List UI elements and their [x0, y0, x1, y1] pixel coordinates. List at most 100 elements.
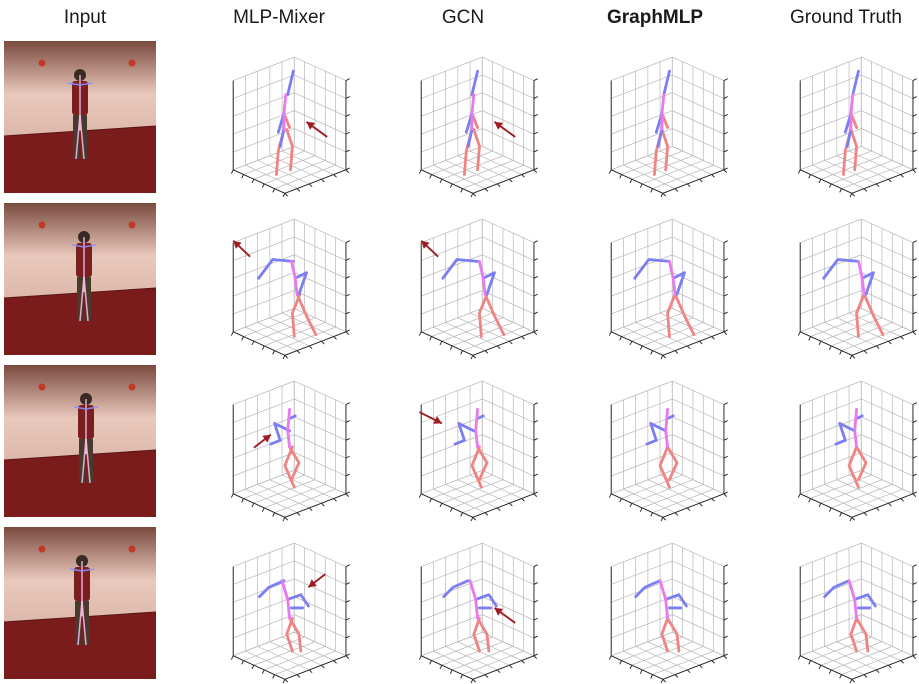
skeleton: [645, 407, 679, 489]
spine: [282, 93, 288, 131]
left-limb: [662, 69, 671, 97]
header-input: Input: [63, 7, 107, 28]
right-limb: [855, 292, 866, 338]
left-limb: [860, 271, 875, 296]
axis-lines: [230, 564, 350, 684]
skeleton: [258, 579, 310, 653]
input-photo-image: [4, 41, 156, 193]
pose-plot-svg: [230, 380, 350, 522]
axis-lines: [418, 78, 538, 198]
pose-plot-graphmlp: [578, 367, 744, 522]
left-limb: [470, 69, 479, 97]
error-arrow: [307, 573, 326, 588]
header-graphmlp: GraphMLP: [606, 7, 704, 28]
input-photo: [4, 203, 156, 355]
axis-lines: [797, 240, 917, 360]
pose-plot-svg: [797, 542, 917, 684]
error-arrow: [232, 240, 251, 258]
pose-plot-gcn: [388, 367, 554, 522]
axes-grid: [799, 218, 914, 356]
pose-plot-gcn: [388, 529, 554, 684]
right-limb: [673, 292, 696, 337]
right-limb: [472, 128, 481, 172]
header-ground-truth: Ground Truth: [790, 7, 902, 28]
error-arrow: [493, 121, 516, 138]
pose-plot-mlp-mixer: [200, 43, 366, 198]
left-limb: [666, 414, 675, 421]
pose-plot-svg: [797, 56, 917, 198]
right-limb: [288, 445, 301, 482]
pose-plot-svg: [418, 56, 538, 198]
spine: [280, 579, 291, 620]
pose-plot-svg: [418, 218, 538, 360]
left-limb: [823, 579, 851, 599]
left-limb: [258, 579, 286, 599]
input-photo: [4, 41, 156, 193]
spine: [658, 579, 669, 620]
pose-plot-graphmlp: [578, 43, 744, 198]
right-limb: [476, 445, 489, 482]
pose-plot-gcn: [388, 43, 554, 198]
right-limb: [855, 445, 868, 482]
axis-lines: [797, 78, 917, 198]
skeleton: [453, 407, 489, 489]
pose-plot-svg: [230, 542, 350, 684]
axis-lines: [797, 564, 917, 684]
axis-lines: [230, 78, 350, 198]
skeleton: [463, 69, 481, 176]
header-gcn: GCN: [441, 7, 485, 28]
input-photo: [4, 527, 156, 679]
left-limb: [288, 414, 297, 421]
left-limb: [466, 128, 474, 148]
left-limb: [633, 258, 671, 280]
input-photo: [4, 365, 156, 517]
spine: [468, 579, 479, 620]
axis-lines: [608, 240, 728, 360]
skeleton: [257, 258, 318, 338]
axis-lines: [418, 240, 538, 360]
axis-lines: [230, 402, 350, 522]
axes-grid: [799, 542, 914, 680]
left-limb: [645, 421, 668, 446]
pose-plot-svg: [608, 542, 728, 684]
left-limb: [269, 421, 291, 446]
spine: [847, 579, 858, 620]
spine: [853, 407, 858, 449]
axes-grid: [420, 542, 535, 680]
pose-plot-svg: [797, 380, 917, 522]
axes-grid: [420, 218, 535, 356]
right-limb: [472, 616, 481, 653]
spine: [849, 93, 855, 131]
skeleton: [269, 407, 301, 489]
axis-lines: [797, 402, 917, 522]
axes-grid: [610, 218, 725, 356]
right-limb: [483, 292, 506, 337]
skeleton: [442, 579, 498, 653]
pose-plot-svg: [230, 218, 350, 360]
left-limb: [855, 414, 864, 421]
left-limb: [656, 128, 664, 148]
right-limb: [478, 292, 489, 338]
header-mlp-mixer: MLP-Mixer: [233, 7, 325, 28]
skeleton: [842, 69, 860, 176]
axes-grid: [799, 56, 914, 194]
pose-plot-ground-truth: [767, 205, 919, 360]
axes-grid: [232, 218, 347, 356]
right-limb: [666, 616, 681, 653]
right-limb: [290, 292, 302, 338]
left-limb: [286, 593, 310, 608]
pose-plot-svg: [418, 380, 538, 522]
left-limb: [278, 128, 286, 148]
error-arrow: [253, 433, 272, 449]
pose-plot-mlp-mixer: [200, 367, 366, 522]
right-limb: [855, 616, 870, 653]
left-limb: [671, 271, 686, 296]
left-limb: [851, 69, 860, 97]
skeleton: [834, 407, 868, 489]
left-limb: [257, 258, 295, 280]
left-limb: [634, 579, 662, 599]
input-photo-image: [4, 527, 156, 679]
pose-plot-svg: [797, 218, 917, 360]
axis-lines: [230, 240, 350, 360]
pose-plot-svg: [608, 218, 728, 360]
